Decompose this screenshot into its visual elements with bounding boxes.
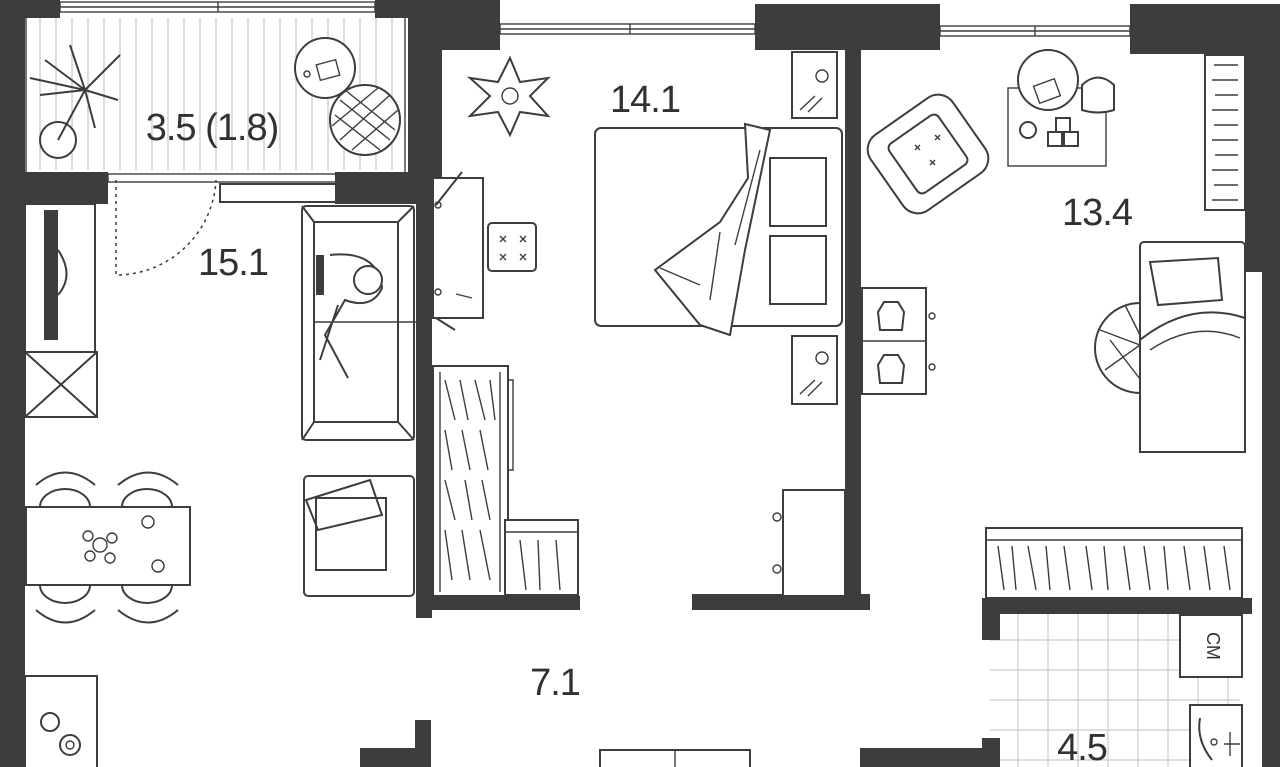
nightstand-top-icon [791,51,838,119]
armchair-kids-icon [866,93,990,215]
balcony-area: 3.5 (1.8) [146,107,279,149]
dining-table-icon [25,471,191,624]
living-area: 15.1 [198,242,268,284]
entry-door [599,749,751,767]
armchair-icon [303,475,415,597]
kids-table-icon [1007,49,1115,167]
wardrobe-kids [985,527,1243,599]
kids-room-area: 13.4 [1062,192,1133,234]
sofa-icon [301,205,432,441]
plant-star-icon [466,55,551,138]
washing-machine-icon: СМ [1179,614,1243,678]
stove-icon [24,675,98,767]
windows [59,1,1131,37]
single-bed-icon [1139,241,1246,453]
bathroom-area: 4.5 [1057,727,1107,767]
washing-machine-label: СМ [1203,632,1223,660]
wicker-chair-icon [329,84,401,156]
tv-unit [24,203,96,353]
nightstand-bottom-icon [791,335,838,405]
balcony-table-icon [294,37,356,99]
plant-icon [29,44,121,159]
sink-icon [1189,704,1243,767]
double-bed-icon [594,122,843,337]
dresser-icon [772,489,846,597]
desk-icon [432,171,537,331]
dressing-table-icon [861,287,936,395]
bookshelf-icon [1204,54,1246,211]
hallway-area: 7.1 [530,662,580,704]
bedroom-area: 14.1 [610,79,680,121]
fridge-icon [24,351,98,418]
wardrobe-bedroom [432,365,579,597]
